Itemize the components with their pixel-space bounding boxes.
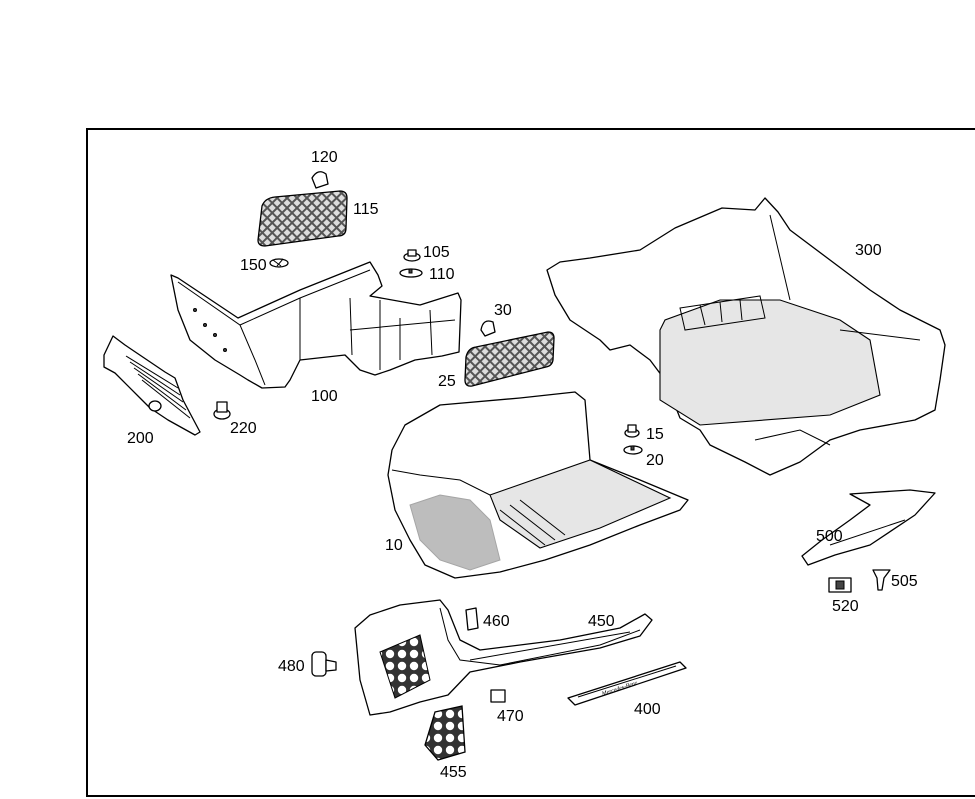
part-300-floor-carpet[interactable] [546, 197, 946, 476]
part-100-firewall-insulation[interactable] [170, 261, 462, 389]
label-505: 505 [891, 573, 918, 590]
label-120: 120 [311, 149, 338, 166]
label-460: 460 [483, 613, 510, 630]
label-455: 455 [440, 764, 467, 781]
label-470: 470 [497, 708, 524, 725]
part-500-trim-panel[interactable] [801, 489, 936, 566]
part-480-grommet[interactable] [311, 651, 337, 677]
label-10: 10 [385, 537, 403, 554]
label-150: 150 [240, 257, 267, 274]
part-20-washer[interactable] [623, 445, 643, 455]
part-460-clip[interactable] [465, 607, 479, 631]
label-220: 220 [230, 420, 257, 437]
part-120-clip[interactable] [311, 171, 329, 189]
part-15-nut[interactable] [624, 424, 640, 438]
part-220-nut[interactable] [213, 401, 231, 420]
part-115-mesh-pad[interactable] [257, 190, 348, 247]
label-100: 100 [311, 388, 338, 405]
part-455-vent-grille[interactable] [424, 705, 466, 761]
part-470-clip[interactable] [490, 689, 506, 703]
label-30: 30 [494, 302, 512, 319]
label-25: 25 [438, 373, 456, 390]
label-400: 400 [634, 701, 661, 718]
part-25-mesh-pad[interactable] [464, 331, 555, 387]
label-450: 450 [588, 613, 615, 630]
label-15: 15 [646, 426, 664, 443]
part-110-washer[interactable] [399, 268, 423, 278]
label-520: 520 [832, 598, 859, 615]
label-115: 115 [353, 201, 379, 218]
part-30-clip[interactable] [480, 320, 496, 337]
part-450-sill-trim[interactable] [354, 599, 653, 716]
label-500: 500 [816, 528, 843, 545]
label-105: 105 [423, 244, 450, 261]
diagram-frame [86, 128, 975, 797]
part-105-nut[interactable] [403, 249, 421, 262]
label-200: 200 [127, 430, 154, 447]
part-10-trunk-liner[interactable] [387, 391, 689, 579]
label-480: 480 [278, 658, 305, 675]
part-505-pin[interactable] [872, 569, 891, 591]
label-300: 300 [855, 242, 882, 259]
part-400-sill-plate[interactable]: Mercedes-Benz [567, 661, 687, 706]
label-110: 110 [429, 266, 455, 283]
part-520-clip[interactable] [828, 577, 852, 593]
part-150-clip[interactable] [269, 258, 289, 268]
label-20: 20 [646, 452, 664, 469]
part-200-side-panel[interactable] [103, 335, 201, 436]
